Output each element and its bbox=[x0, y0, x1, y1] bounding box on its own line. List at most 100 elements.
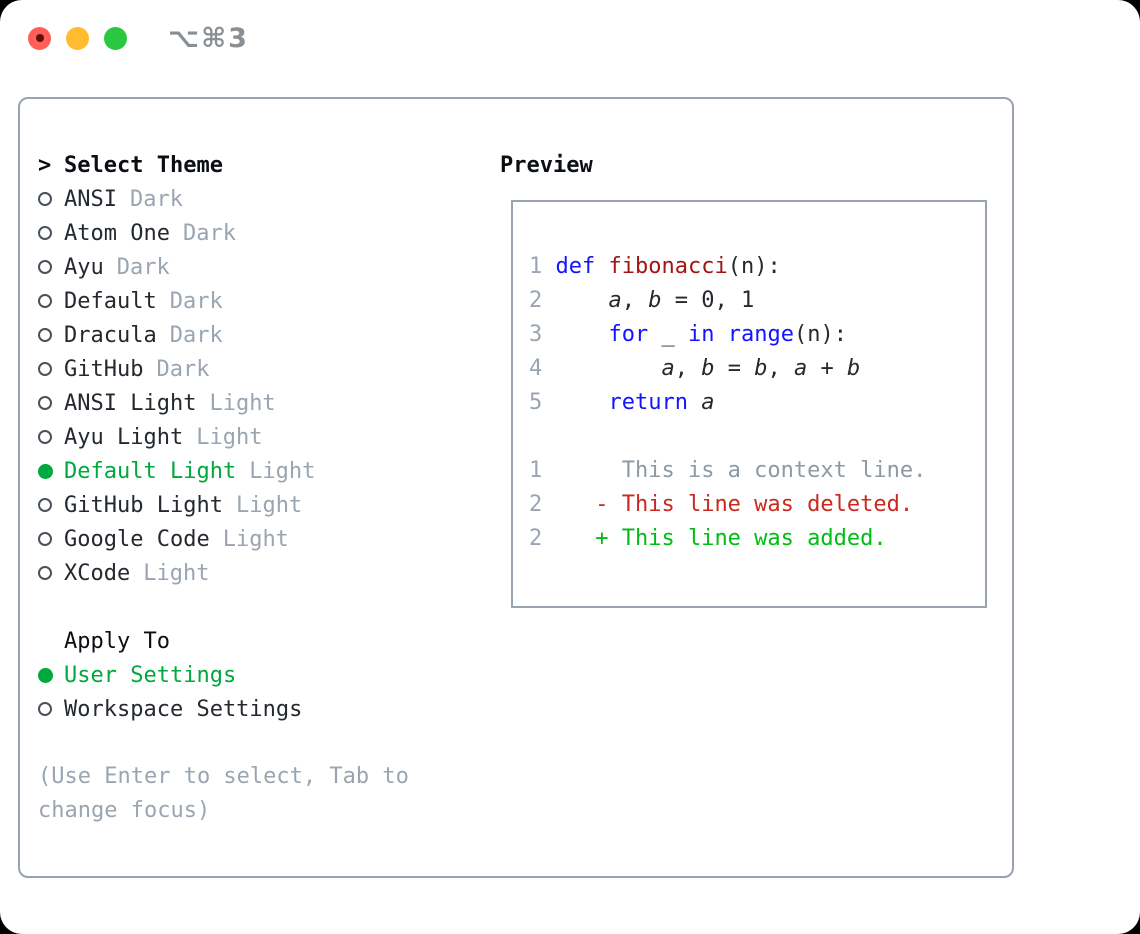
zoom-button[interactable] bbox=[104, 26, 127, 50]
code-token: 3 bbox=[529, 322, 543, 347]
code-token: b bbox=[701, 356, 715, 381]
theme-variant-tag: Dark bbox=[169, 322, 223, 348]
radio-icon bbox=[38, 260, 64, 274]
radio-icon bbox=[38, 498, 64, 512]
theme-name: Ayu bbox=[64, 254, 104, 280]
theme-variant-tag: Light bbox=[249, 458, 316, 484]
select-theme-header: > Select Theme bbox=[38, 148, 490, 182]
window-title: ⌥⌘3 bbox=[168, 22, 249, 54]
code-token bbox=[542, 390, 608, 415]
apply-to-label: Apply To bbox=[64, 628, 170, 654]
code-token: 5 bbox=[529, 390, 543, 415]
theme-name: ANSI Light bbox=[64, 390, 197, 416]
radio-icon bbox=[38, 192, 64, 206]
minimize-button[interactable] bbox=[66, 26, 89, 50]
apply-to-header: Apply To bbox=[38, 624, 490, 658]
code-token: return bbox=[608, 390, 688, 415]
close-button[interactable] bbox=[28, 26, 51, 50]
radio-unselected-icon bbox=[38, 566, 52, 580]
code-token: a bbox=[661, 356, 675, 381]
code-token bbox=[542, 356, 661, 381]
code-token: a bbox=[701, 390, 715, 415]
radio-icon bbox=[38, 463, 64, 479]
theme-option-ansi-light[interactable]: ANSI Light Light bbox=[38, 386, 490, 420]
theme-name: GitHub bbox=[64, 356, 144, 382]
radio-unselected-icon bbox=[38, 260, 52, 274]
theme-variant-tag: Dark bbox=[182, 220, 236, 246]
theme-name: Atom One bbox=[64, 220, 170, 246]
code-line: 2 a, b = 0, 1 bbox=[529, 284, 985, 318]
radio-unselected-icon bbox=[38, 498, 52, 512]
radio-icon bbox=[38, 532, 64, 546]
preview-column: Preview 1 def fibonacci(n):2 a, b = 0, 1… bbox=[500, 148, 987, 608]
apply-option-name: Workspace Settings bbox=[64, 696, 303, 722]
code-token: = bbox=[714, 356, 755, 381]
radio-icon bbox=[38, 328, 64, 342]
code-token bbox=[542, 322, 608, 347]
radio-unselected-icon bbox=[38, 294, 52, 308]
radio-icon bbox=[38, 702, 64, 716]
close-dot-icon bbox=[35, 34, 44, 42]
code-token bbox=[542, 288, 608, 313]
code-token: fibonacci bbox=[608, 254, 728, 279]
theme-variant-tag: Light bbox=[209, 390, 276, 416]
apply-option-user-settings[interactable]: User Settings bbox=[38, 658, 490, 692]
hint-text: (Use Enter to select, Tab to change focu… bbox=[38, 764, 409, 823]
code-token bbox=[688, 390, 701, 415]
radio-icon bbox=[38, 362, 64, 376]
pointer-icon: > bbox=[38, 152, 52, 178]
radio-unselected-icon bbox=[38, 396, 52, 410]
code-token: def bbox=[555, 254, 596, 279]
theme-option-ayu[interactable]: Ayu Dark bbox=[38, 250, 490, 284]
spacer bbox=[38, 590, 490, 624]
code-token bbox=[595, 254, 608, 279]
code-line: 1 def fibonacci(n): bbox=[529, 250, 985, 284]
theme-name: Google Code bbox=[64, 526, 210, 552]
preview-header: Preview bbox=[500, 148, 987, 182]
code-line: 1 This is a context line. bbox=[529, 454, 985, 488]
theme-name: XCode bbox=[64, 560, 131, 586]
code-token: = 0, 1 bbox=[661, 288, 755, 313]
code-token: + This line was added. bbox=[595, 526, 887, 551]
code-token: b bbox=[846, 356, 861, 381]
radio-unselected-icon bbox=[38, 192, 52, 206]
titlebar: ⌥⌘3 bbox=[28, 23, 249, 54]
theme-name: Ayu Light bbox=[64, 424, 184, 450]
code-token: - This line was deleted. bbox=[595, 492, 914, 517]
radio-icon bbox=[38, 226, 64, 240]
code-token: 2 bbox=[529, 288, 543, 313]
code-line: 2 + This line was added. bbox=[529, 522, 985, 556]
theme-option-atom-one[interactable]: Atom One Dark bbox=[38, 216, 490, 250]
theme-name: ANSI bbox=[64, 186, 117, 212]
radio-unselected-icon bbox=[38, 362, 52, 376]
code-token: in bbox=[687, 322, 715, 347]
code-line: 4 a, b = b, a + b bbox=[529, 352, 985, 386]
code-token: 1 bbox=[529, 254, 556, 279]
theme-name: Default Light bbox=[64, 458, 237, 484]
radio-icon bbox=[38, 430, 64, 444]
code-token: b bbox=[648, 288, 662, 313]
code-token: b bbox=[754, 356, 768, 381]
radio-unselected-icon bbox=[38, 328, 52, 342]
theme-variant-tag: Dark bbox=[116, 254, 170, 280]
code-token: , bbox=[767, 356, 794, 381]
apply-option-workspace-settings[interactable]: Workspace Settings bbox=[38, 692, 490, 726]
code-token: 2 bbox=[529, 526, 543, 551]
theme-option-default-light[interactable]: Default Light Light bbox=[38, 454, 490, 488]
code-token: , bbox=[674, 356, 702, 381]
radio-selected-icon bbox=[38, 667, 53, 683]
